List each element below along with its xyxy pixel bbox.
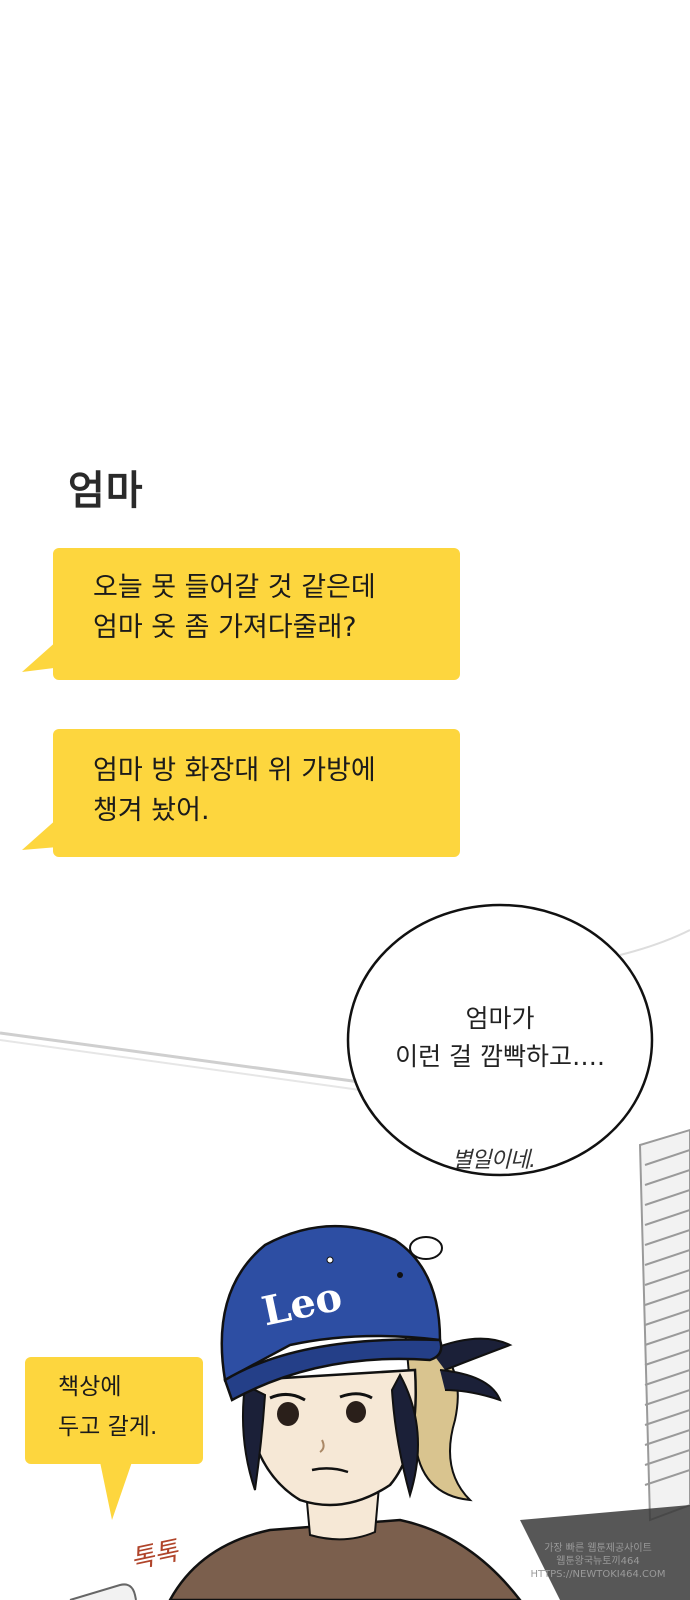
- message-line: 오늘 못 들어갈 것 같은데: [93, 572, 376, 603]
- message-line: 엄마 옷 좀 가져다줄래?: [93, 612, 357, 643]
- message-line: 챙겨 놨어.: [93, 795, 210, 826]
- thought-aside: 별일이네.: [452, 1148, 536, 1173]
- message-line: 엄마 방 화장대 위 가방에: [93, 755, 376, 786]
- chat-message-bubble: 엄마 방 화장대 위 가방에 챙겨 놨어.: [53, 729, 460, 857]
- watermark: 가장 빠른 웹툰제공사이트 웹툰왕국뉴토끼464 HTTPS://NEWTOKI…: [528, 1542, 668, 1581]
- thought-dot: [409, 1236, 443, 1260]
- watermark-line: 가장 빠른 웹툰제공사이트: [544, 1543, 652, 1554]
- thought-text: 엄마가 이런 걸 깜빡하고….: [350, 1000, 650, 1076]
- phone-corner: [69, 1583, 137, 1600]
- chat-message-bubble: 책상에 두고 갈게.: [25, 1357, 203, 1464]
- ceiling-line-2: [0, 1039, 361, 1091]
- window-blinds: [638, 1128, 690, 1522]
- desk-shadow: [520, 1505, 690, 1600]
- bubble-tail: [100, 1462, 132, 1520]
- chat-message-bubble: 오늘 못 들어갈 것 같은데 엄마 옷 좀 가져다줄래?: [53, 548, 460, 680]
- watermark-line: 웹툰왕국뉴토끼464: [556, 1556, 640, 1567]
- thought-line: 이런 걸 깜빡하고….: [395, 1042, 605, 1071]
- thought-bubble: [346, 903, 654, 1177]
- thought-line: 엄마가: [465, 1004, 535, 1033]
- message-line: 두고 갈게.: [58, 1414, 158, 1440]
- ceiling-line: [0, 1031, 361, 1084]
- chat-sender-name: 엄마: [68, 468, 144, 514]
- cap: [220, 1225, 442, 1382]
- message-line: 책상에: [58, 1374, 122, 1400]
- watermark-line: HTTPS://NEWTOKI464.COM: [530, 1569, 666, 1580]
- character-girl: Leo: [168, 1225, 522, 1600]
